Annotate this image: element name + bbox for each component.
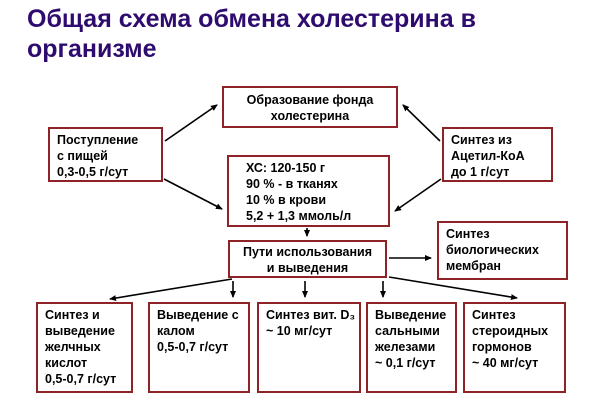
- node-text-line: Выведение: [375, 308, 447, 322]
- node-steroid-hormones-synthesis: Синтез стероидных гормонов ~ 40 мг/сут: [463, 302, 566, 393]
- node-text-line: железами: [375, 340, 436, 354]
- node-text-line: 0,5-0,7 г/сут: [45, 372, 117, 386]
- node-usage-excretion-pathways: Пути использования и выведения: [228, 240, 387, 278]
- node-text-line: сальными: [375, 324, 440, 338]
- arrow-intake-to-pool: [164, 104, 218, 142]
- node-text-line: холестерина: [270, 109, 350, 123]
- node-text-line: кислот: [45, 356, 88, 370]
- arrow-acetyl-to-pool: [402, 104, 441, 142]
- node-text-line: до 1 г/сут: [451, 165, 510, 179]
- node-text-line: биологических: [446, 243, 539, 257]
- node-text-line: ~ 10 мг/сут: [266, 324, 333, 338]
- arrow-acetyl-to-stats: [394, 178, 442, 212]
- node-text-line: Поступление: [57, 133, 139, 147]
- node-text-line: Образование фонда: [246, 93, 374, 107]
- node-bile-acids: Синтез и выведение желчных кислот 0,5-0,…: [36, 302, 133, 393]
- node-vitamin-d3-synthesis: Синтез вит. D₃ ~ 10 мг/сут: [257, 302, 361, 393]
- arrow-pathways-to-bile: [109, 278, 233, 301]
- node-text-line: Синтез: [472, 308, 516, 322]
- page-title: Общая схема обмена холестерина в организ…: [27, 5, 476, 63]
- node-text-line: Синтез вит. D₃: [266, 308, 356, 322]
- node-text-line: 90 % - в тканях: [246, 177, 338, 191]
- node-text-line: калом: [157, 324, 195, 338]
- arrow-intake-to-stats: [163, 178, 223, 210]
- node-text-line: Синтез из: [451, 133, 512, 147]
- node-acetyl-coa-synthesis: Синтез из Ацетил-КоА до 1 г/сут: [442, 127, 553, 182]
- node-text-line: 0,3-0,5 г/сут: [57, 165, 129, 179]
- node-sebaceous-glands-excretion: Выведение сальными железами ~ 0,1 г/сут: [366, 302, 457, 393]
- node-feces-excretion: Выведение с калом 0,5-0,7 г/сут: [148, 302, 250, 393]
- node-text-line: 0,5-0,7 г/сут: [157, 340, 229, 354]
- node-text-line: ~ 0,1 г/сут: [375, 356, 436, 370]
- node-food-intake: Поступление с пищей 0,3-0,5 г/сут: [48, 127, 163, 182]
- arrow-pathways-to-steroid: [388, 276, 518, 300]
- node-text-line: ~ 40 мг/сут: [472, 356, 539, 370]
- node-text-line: 10 % в крови: [246, 193, 327, 207]
- node-text-line: Ацетил-КоА: [451, 149, 525, 163]
- node-text-line: и выведения: [266, 261, 349, 275]
- node-text-line: выведение: [45, 324, 115, 338]
- node-text-line: мембран: [446, 259, 501, 273]
- node-text-line: Выведение с: [157, 308, 239, 322]
- node-cholesterol-stats: ХС: 120-150 г 90 % - в тканях 10 % в кро…: [227, 155, 390, 227]
- node-text-line: Пути использования: [242, 245, 373, 259]
- node-text-line: 5,2 + 1,3 ммоль/л: [246, 209, 352, 223]
- node-text-line: гормонов: [472, 340, 532, 354]
- node-text-line: с пищей: [57, 149, 108, 163]
- node-text-line: Синтез: [446, 227, 490, 241]
- node-cholesterol-pool-formation: Образование фонда холестерина: [222, 86, 398, 128]
- node-text-line: Синтез и: [45, 308, 100, 322]
- node-biological-membranes-synthesis: Синтез биологических мембран: [437, 221, 568, 280]
- node-text-line: стероидных: [472, 324, 549, 338]
- node-text-line: желчных: [45, 340, 101, 354]
- node-text-line: ХС: 120-150 г: [246, 161, 326, 175]
